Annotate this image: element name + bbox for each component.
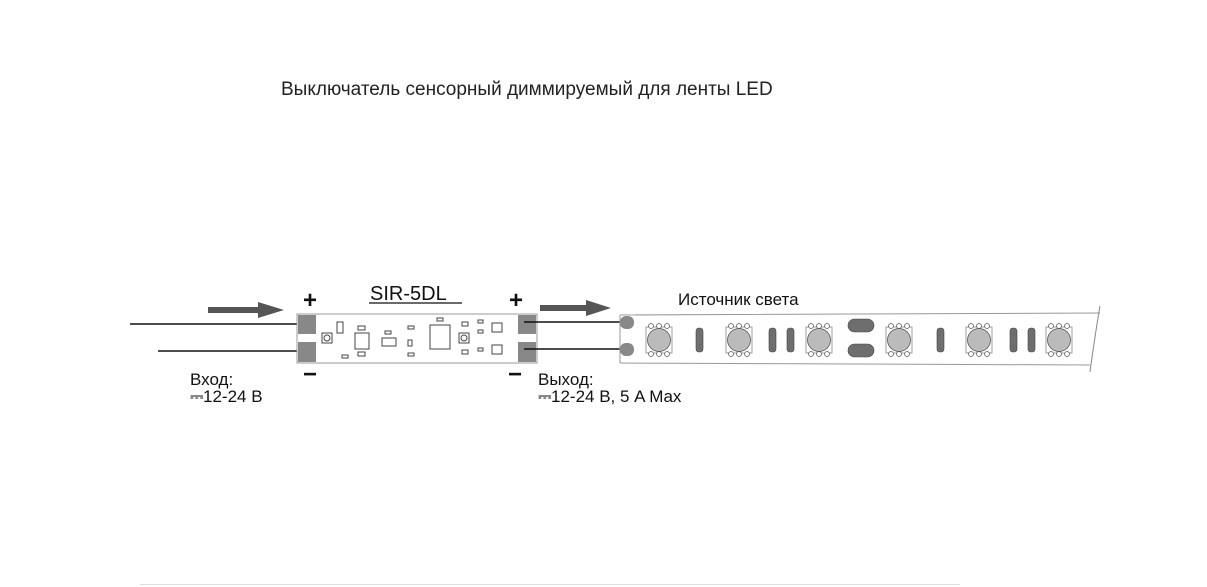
- resistor: [768, 327, 777, 353]
- output-pad-positive: [518, 315, 536, 334]
- output-label: Выход:: [538, 370, 594, 389]
- input-dc-icon: ⎓: [190, 387, 204, 406]
- resistor: [1027, 327, 1036, 353]
- controller-board: [296, 313, 538, 364]
- strip-pad-positive: [620, 316, 634, 329]
- input-plus-label: +: [303, 287, 317, 314]
- output-minus-label: −: [508, 361, 522, 388]
- resistor: [786, 327, 795, 353]
- led-chip: [645, 323, 673, 357]
- resistor: [936, 327, 945, 353]
- capacitor: [847, 343, 875, 358]
- output-plus-label: +: [509, 287, 523, 314]
- led-chip: [805, 323, 833, 357]
- input-pad-positive: [298, 315, 316, 334]
- input-pad-negative: [298, 342, 316, 362]
- input-voltage: 12-24 В: [203, 387, 263, 406]
- strip-pad-negative: [620, 343, 634, 356]
- led-chip: [965, 323, 993, 357]
- led-chip: [885, 323, 913, 357]
- led-chip: [1045, 323, 1073, 357]
- resistor: [1009, 327, 1018, 353]
- page-title: Выключатель сенсорный диммируемый для ле…: [281, 79, 773, 100]
- input-label: Вход:: [190, 370, 233, 389]
- capacitor: [847, 318, 875, 333]
- divider: [140, 584, 960, 585]
- device-model: SIR-5DL: [370, 283, 447, 305]
- input-minus-label: −: [303, 361, 317, 388]
- output-arrow-icon: [540, 300, 611, 316]
- led-chip: [725, 323, 753, 357]
- output-dc-icon: ⎓: [538, 387, 552, 406]
- strip-label: Источник света: [678, 290, 799, 309]
- input-arrow-icon: [208, 302, 284, 318]
- resistor: [695, 327, 704, 353]
- output-voltage: 12-24 В, 5 A Max: [551, 387, 682, 406]
- output-pad-negative: [518, 342, 536, 362]
- led-strip: [619, 305, 1101, 373]
